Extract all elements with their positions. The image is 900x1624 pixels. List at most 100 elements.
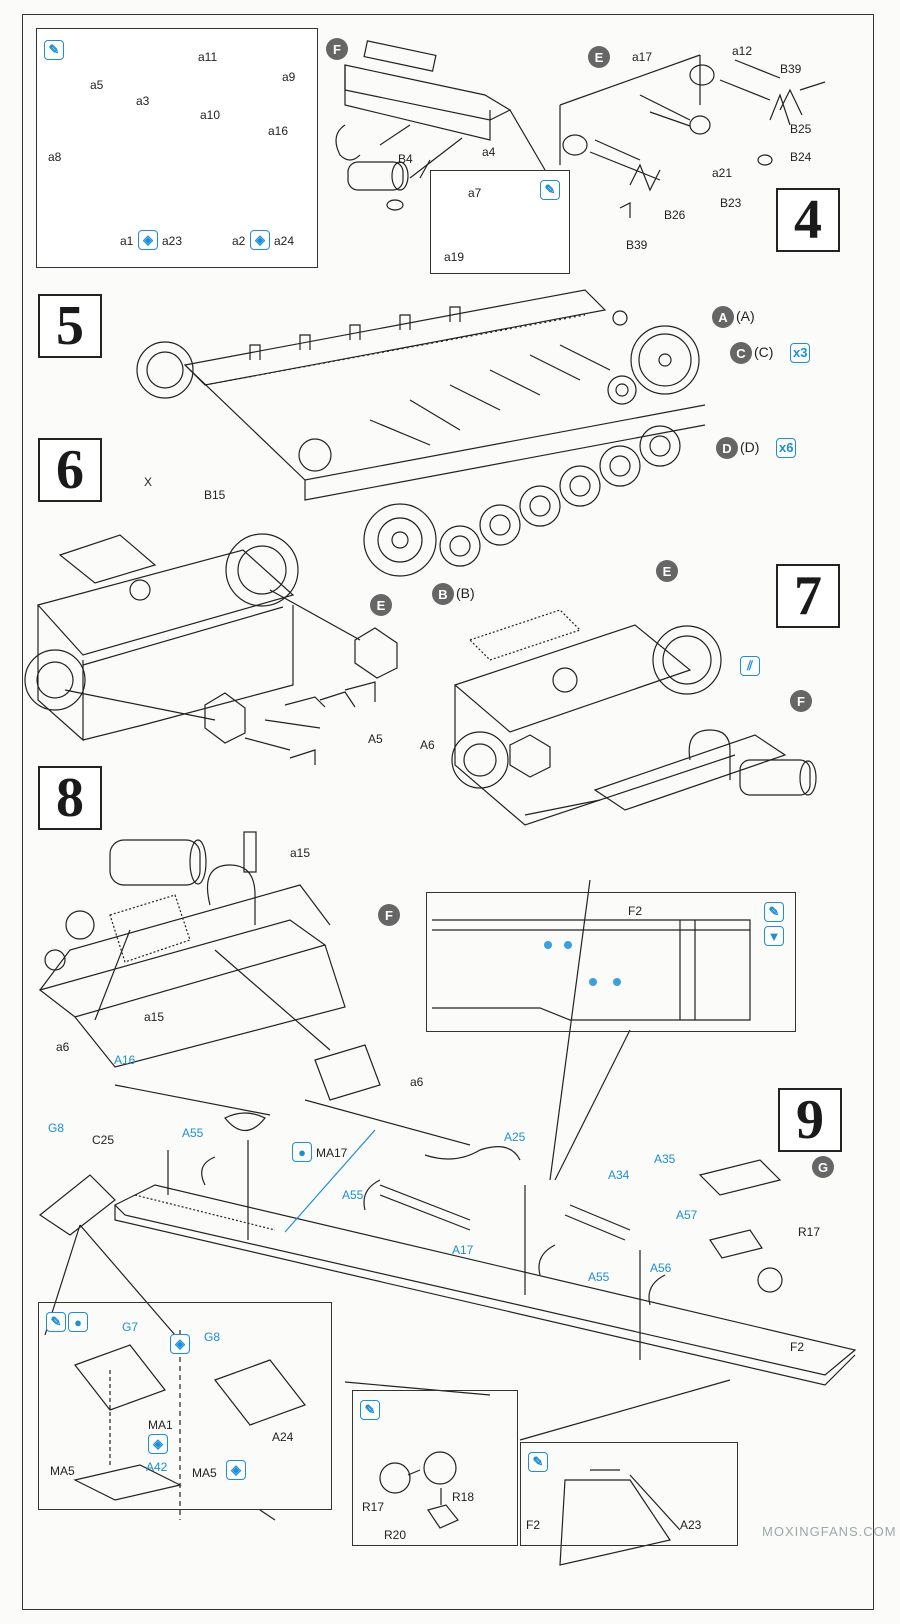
part-label: a4 (482, 145, 496, 159)
part-label: G7 (122, 1320, 139, 1334)
part-label: A24 (272, 1430, 294, 1444)
step9-subbox-f2-drawing (559, 1469, 681, 1566)
part-label: A55 (588, 1270, 610, 1284)
part-label: a21 (712, 166, 733, 180)
wheel-part-badge-a: A (712, 306, 734, 328)
part-label: B25 (790, 122, 812, 136)
assembly-badge-f: F (378, 904, 400, 926)
part-label: A17 (452, 1243, 474, 1257)
part-label: MA1 (148, 1418, 173, 1432)
step-number-4: 4 (776, 188, 840, 252)
option-icon: ◈ (170, 1334, 190, 1354)
step4-f-drawing (335, 40, 546, 211)
part-label: a6 (56, 1040, 70, 1054)
part-label: a8 (48, 150, 62, 164)
step9-floor-drawing (38, 879, 857, 1386)
part-label: B15 (204, 488, 226, 502)
part-label: A23 (680, 1518, 702, 1532)
part-label: B24 (790, 150, 812, 164)
part-label: F2 (628, 904, 643, 918)
part-label: A55 (182, 1126, 204, 1140)
glue-icon: ✎ (528, 1452, 548, 1472)
part-paren-letter: A (740, 308, 751, 324)
part-label: a2 (232, 234, 246, 248)
glue-icon: ✎ (44, 40, 64, 60)
wheel-part-badge-b: B (432, 583, 454, 605)
part-paren: (C) (754, 344, 774, 360)
part-label: B39 (626, 238, 648, 252)
step9-subbox-f2 (520, 1442, 738, 1546)
glue-icon: ✎ (360, 1400, 380, 1420)
part-label: A42 (146, 1460, 168, 1474)
step-number-7: 7 (776, 564, 840, 628)
part-label: a23 (162, 234, 183, 248)
part-label: a9 (282, 70, 296, 84)
part-label: a19 (444, 250, 465, 264)
step6-hull-drawing (24, 533, 398, 765)
part-label: a5 (90, 78, 104, 92)
part-label: R18 (452, 1490, 475, 1504)
step9-subbox-r (352, 1390, 518, 1546)
part-paren: (A) (736, 308, 755, 324)
quantity-badge: x6 (776, 438, 797, 458)
part-label: B26 (664, 208, 686, 222)
part-label: a16 (268, 124, 289, 138)
page-frame (22, 14, 874, 1610)
paint-drop-icon: ● (68, 1312, 88, 1332)
wheel-part-badge-d: D (716, 437, 738, 459)
part-label: B4 (398, 152, 413, 166)
assembly-badge-f: F (326, 38, 348, 60)
step5-chassis-drawing (136, 289, 706, 577)
part-label: G8 (48, 1121, 65, 1135)
part-label: a10 (200, 108, 221, 122)
glue-icon: ✎ (540, 180, 560, 200)
step9-subbox-g-drawing (73, 1330, 306, 1521)
part-label: A6 (420, 738, 435, 752)
part-label: C25 (92, 1133, 115, 1147)
part-label: MA17 (316, 1146, 348, 1160)
part-label: a1 (120, 234, 134, 248)
assembly-badge-g: G (812, 1156, 834, 1178)
part-label: F2 (790, 1340, 805, 1354)
step-number-5: 5 (38, 294, 102, 358)
part-label: a11 (198, 50, 218, 64)
part-label: F2 (526, 1518, 541, 1532)
assembly-badge-e: E (370, 594, 392, 616)
part-label: A55 (342, 1188, 364, 1202)
part-label: a7 (468, 186, 482, 200)
part-label: a15 (144, 1010, 165, 1024)
part-label: a6 (410, 1075, 424, 1089)
drill-icon: ▼ (764, 926, 784, 946)
step-number-9: 9 (778, 1088, 842, 1152)
part-label: A25 (504, 1130, 526, 1144)
part-label: A34 (608, 1168, 630, 1182)
step4-e-drawing (559, 54, 826, 218)
part-label: a12 (732, 44, 753, 58)
step7-hull-drawing (451, 609, 817, 826)
assembly-badge-f: F (790, 690, 812, 712)
part-paren-letter: B (460, 585, 471, 601)
option-icon: ◈ (226, 1460, 246, 1480)
part-label: G8 (204, 1330, 221, 1344)
part-label: A57 (676, 1208, 698, 1222)
part-paren: (B) (456, 585, 475, 601)
part-label: a15 (290, 846, 311, 860)
part-label: X (144, 475, 153, 489)
part-label: R17 (362, 1500, 385, 1514)
step9-inset-f2-drawing (432, 919, 751, 1021)
part-label: MA5 (192, 1466, 217, 1480)
quantity-badge: x3 (790, 343, 811, 363)
assembly-badge-e: E (588, 46, 610, 68)
glue-icon: ✎ (46, 1312, 66, 1332)
part-label: a3 (136, 94, 150, 108)
part-label: A35 (654, 1152, 676, 1166)
cut-icon: ⫽ (740, 656, 760, 676)
part-label: A5 (368, 732, 383, 746)
part-label: B23 (720, 196, 742, 210)
part-label: R20 (384, 1528, 407, 1542)
part-label: R17 (798, 1225, 821, 1239)
part-label: a17 (632, 50, 653, 64)
step9-subbox-r-drawing (379, 1451, 459, 1529)
part-label: a24 (274, 234, 295, 248)
